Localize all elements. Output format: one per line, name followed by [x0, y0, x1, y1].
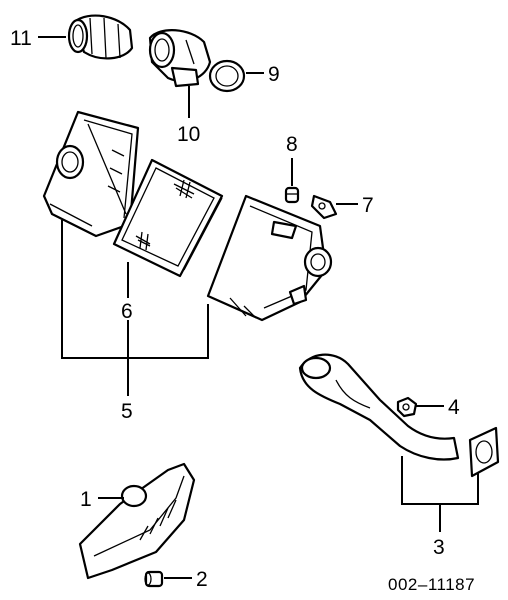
part-5-lower-housing: [206, 194, 333, 322]
part-3-intake-tube: [298, 353, 500, 478]
callout-1: 1: [80, 488, 92, 511]
part-7-clip: [310, 194, 338, 220]
part-10-maf-housing: [148, 29, 212, 88]
callout-10: 10: [177, 123, 200, 146]
callout-labels: 11 10 9 8 7 6 5 4 3 1 2: [10, 27, 460, 591]
callout-9: 9: [268, 63, 280, 86]
leader-3-bracket: [401, 456, 479, 505]
callout-2: 2: [196, 568, 208, 591]
callout-3: 3: [433, 536, 445, 559]
part-4-nut: [396, 396, 418, 418]
diagram-code: 002–11187: [388, 575, 475, 594]
callout-7: 7: [362, 194, 374, 217]
part-11-intake-coupler: [67, 14, 134, 60]
part-1-inlet-duct: [78, 462, 196, 580]
part-2-plug: [144, 570, 164, 588]
callout-5: 5: [121, 400, 133, 423]
part-6-filter-element: [112, 158, 224, 278]
callout-6: 6: [121, 300, 133, 323]
part-5-air-cleaner-lid: [42, 110, 140, 238]
callout-11: 11: [10, 27, 32, 50]
callout-4: 4: [448, 396, 460, 419]
leader-5-bracket: [61, 220, 209, 359]
part-9-seal-ring: [208, 59, 246, 93]
leader-lines: [38, 36, 479, 579]
callout-8: 8: [286, 133, 298, 156]
part-8-grommet: [284, 186, 300, 204]
